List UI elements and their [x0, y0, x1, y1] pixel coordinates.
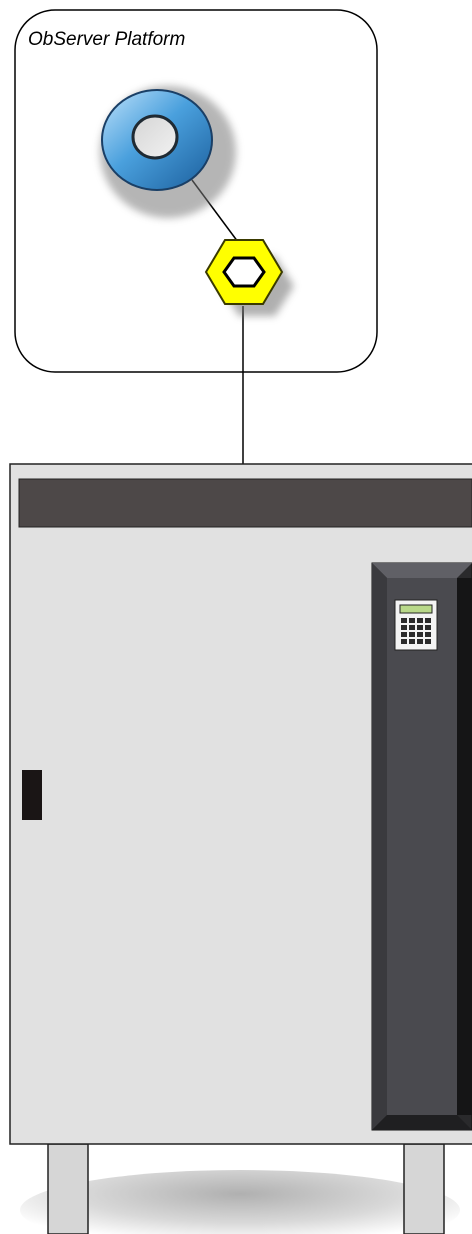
panel-bevel-left [372, 563, 387, 1130]
keypad-display [400, 605, 432, 613]
cabinet-leg-right [404, 1144, 444, 1234]
hexagon-inner [224, 258, 264, 286]
door-handle-icon[interactable] [22, 770, 42, 820]
ring-hole [133, 116, 177, 158]
panel-face [387, 578, 457, 1115]
keypad-icon[interactable] [395, 600, 437, 650]
platform-label: ObServer Platform [28, 29, 185, 50]
cabinet-leg-left [48, 1144, 88, 1234]
server-cabinet-icon[interactable] [10, 464, 472, 1234]
panel-bevel-bottom [372, 1115, 472, 1130]
panel-bevel-top [372, 563, 472, 578]
panel-right-edge [457, 578, 472, 1115]
ring-icon[interactable] [100, 86, 236, 218]
cabinet-top-strip [19, 479, 472, 527]
